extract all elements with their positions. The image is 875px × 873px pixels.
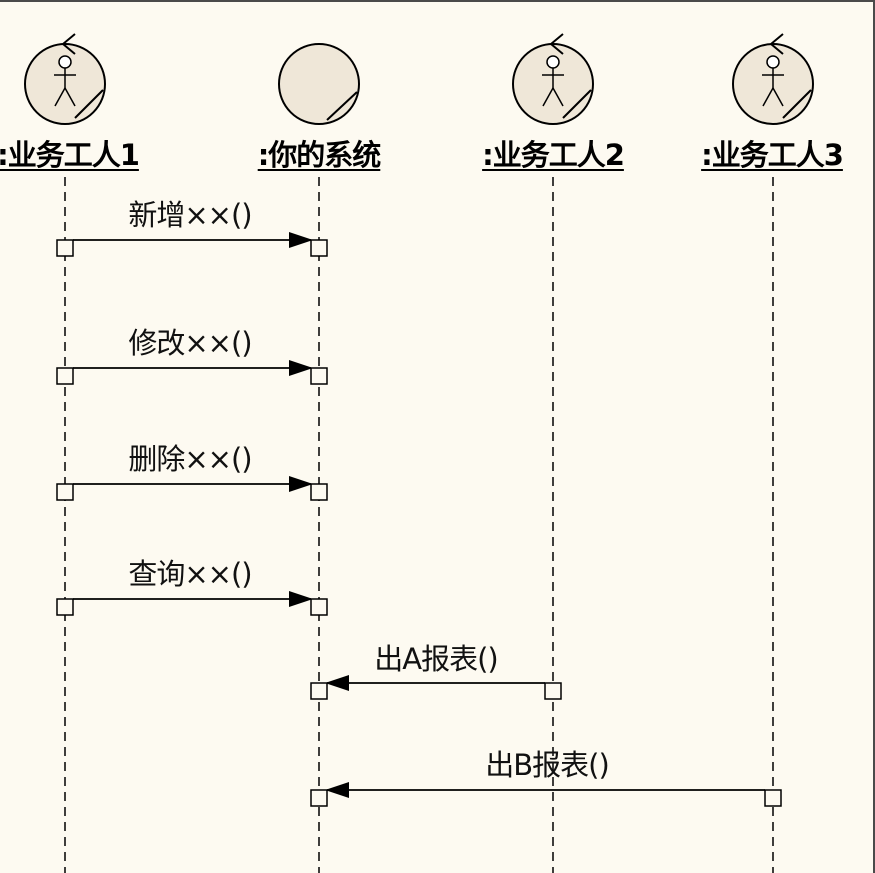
activation-box: [56, 239, 74, 257]
activation-box: [310, 682, 328, 700]
lifeline-name-system: :你的系统: [257, 138, 382, 172]
actor-icon: [732, 33, 814, 125]
activation-box: [310, 598, 328, 616]
message-label: 修改××(): [128, 326, 252, 360]
activation-box: [544, 682, 562, 700]
activation-box: [310, 239, 328, 257]
activation-box: [310, 789, 328, 807]
activation-box: [310, 367, 328, 385]
message-label: 新增××(): [128, 198, 252, 232]
message-label: 出A报表(): [374, 642, 498, 676]
activation-box: [56, 598, 74, 616]
lifeline-name-worker1: :业务工人1: [0, 138, 140, 172]
message-label: 查询××(): [128, 557, 252, 591]
actor-icon: [512, 33, 594, 125]
activation-box: [764, 789, 782, 807]
lifeline-name-worker3: :业务工人3: [701, 138, 844, 172]
actor-icon: [24, 33, 106, 125]
entity-icon: [278, 43, 360, 125]
message-label: 删除××(): [128, 442, 252, 476]
message-label: 出B报表(): [485, 748, 610, 782]
activation-box: [56, 367, 74, 385]
activation-box: [310, 483, 328, 501]
lifeline-name-worker2: :业务工人2: [482, 138, 625, 172]
activation-box: [56, 483, 74, 501]
